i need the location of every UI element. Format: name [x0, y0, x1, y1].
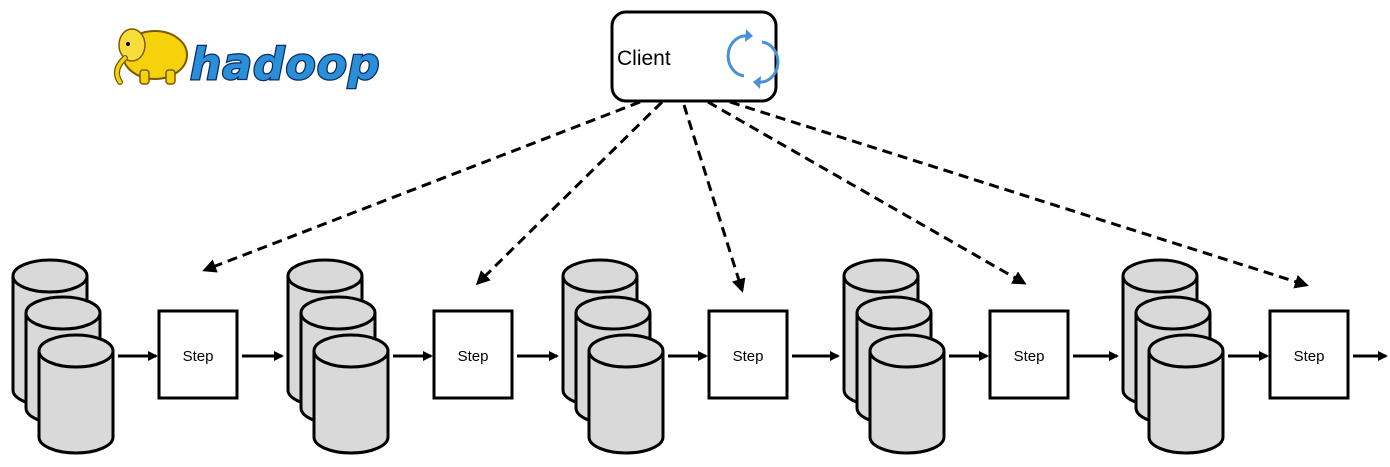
step-label: Step	[458, 348, 489, 365]
client-arrow-4	[707, 100, 1027, 285]
refresh-cycle-icon	[726, 29, 780, 89]
step-box-2[interactable]: Step	[432, 309, 514, 400]
client-node[interactable]: Client	[610, 10, 780, 103]
client-label: Client	[617, 47, 671, 70]
step-label: Step	[733, 348, 764, 365]
dataset-stack-2	[286, 258, 390, 455]
elephant-icon	[113, 28, 188, 85]
step-box-3[interactable]: Step	[707, 309, 789, 400]
step-label: Step	[183, 348, 214, 365]
logo-wordmark: hadoop	[190, 39, 380, 90]
client-arrow-5	[729, 100, 1309, 289]
step-label: Step	[1294, 348, 1325, 365]
client-arrow-2	[475, 100, 664, 286]
dataset-stack-5	[1121, 258, 1225, 455]
step-box-5[interactable]: Step	[1268, 309, 1350, 400]
dataset-stack-3	[561, 258, 665, 455]
step-box-4[interactable]: Step	[988, 309, 1070, 400]
client-arrow-1	[202, 100, 641, 273]
dataset-stack-4	[842, 258, 946, 455]
dataset-stack-1	[11, 258, 115, 455]
client-arrow-3	[682, 104, 746, 293]
client-arrows	[202, 100, 1309, 293]
hadoop-logo: hadoop	[113, 28, 381, 91]
step-label: Step	[1014, 348, 1045, 365]
step-box-1[interactable]: Step	[157, 309, 239, 400]
